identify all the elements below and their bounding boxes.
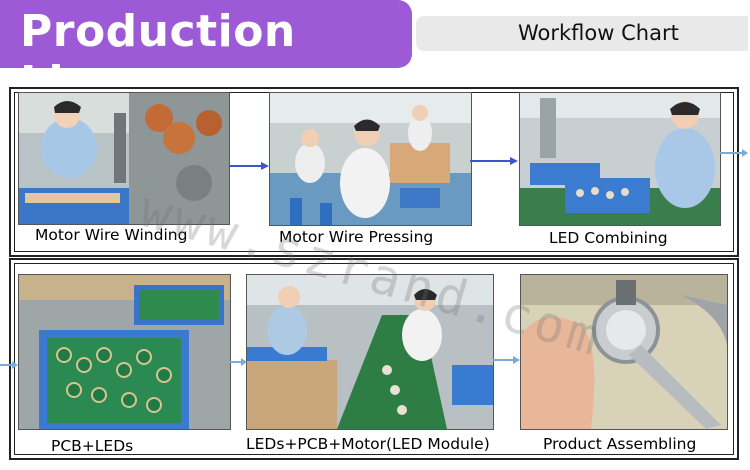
page-title: Production Line — [20, 6, 296, 108]
arrow-right-icon — [470, 156, 518, 166]
step-1-caption: Motor Wire Winding — [35, 226, 188, 244]
step-5-caption: LEDs+PCB+Motor(LED Module) — [246, 435, 490, 453]
arrow-right-icon — [493, 355, 520, 365]
step-1-photo — [18, 92, 230, 225]
subtitle-bar: Workflow Chart — [416, 16, 748, 51]
step-3-caption: LED Combining — [549, 229, 668, 247]
title-banner: Production Line — [0, 0, 412, 108]
workflow-row-2 — [9, 258, 739, 460]
step-4-caption: PCB+LEDs — [51, 437, 134, 455]
row-2-inner-border — [14, 263, 734, 455]
step-6-photo — [520, 274, 728, 430]
step-6-caption: Product Assembling — [543, 435, 697, 453]
step-2-photo — [269, 92, 472, 226]
step-4-photo — [18, 274, 231, 430]
step-2-caption: Motor Wire Pressing — [279, 228, 434, 246]
arrow-right-icon — [229, 357, 247, 367]
arrow-right-icon — [720, 148, 748, 158]
step-5-photo — [246, 274, 494, 430]
page-subtitle: Workflow Chart — [518, 21, 679, 45]
step-3-photo — [519, 92, 721, 226]
arrow-right-icon — [0, 360, 18, 370]
arrow-right-icon — [229, 161, 269, 171]
